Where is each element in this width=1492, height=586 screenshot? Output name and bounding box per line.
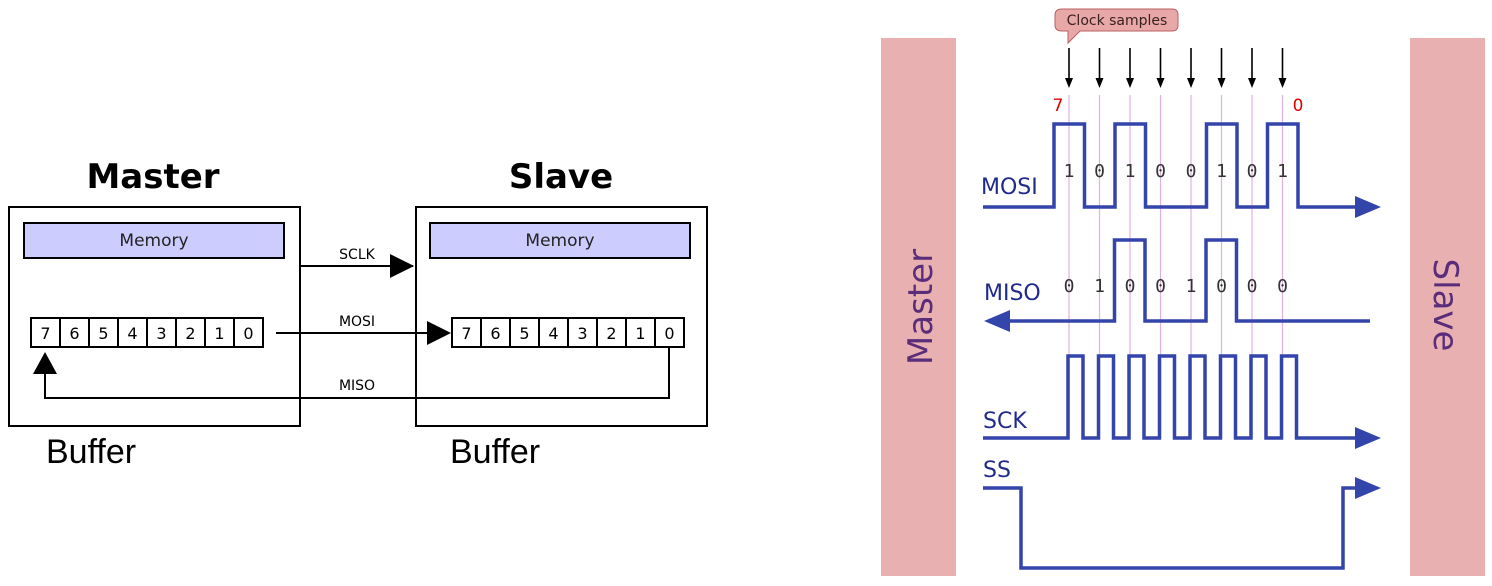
master-register-cell-label: 3 <box>156 324 166 343</box>
slave-buffer-label: Buffer <box>450 433 540 471</box>
clock-samples-callout <box>1054 8 1179 45</box>
slave-register-cell <box>567 317 598 348</box>
mosi-bit-label: 0 <box>1186 161 1197 182</box>
miso-bit-label: 0 <box>1125 276 1136 297</box>
mosi-bit-label: 1 <box>1216 161 1227 182</box>
master-register-cell <box>233 317 264 348</box>
miso-bit-label: 0 <box>1247 276 1258 297</box>
mosi-arrowhead-right <box>1355 196 1381 218</box>
slave-title: Slave <box>509 157 613 197</box>
master-register-cell-label: 0 <box>243 324 253 343</box>
slave-memory-label: Memory <box>525 231 594 251</box>
master-side-label: Master <box>901 249 941 365</box>
mosi-wire-label: MOSI <box>339 314 375 330</box>
slave-register-cell <box>625 317 656 348</box>
mosi-bit-label: 0 <box>1094 161 1105 182</box>
mosi-bit-label: 1 <box>1277 161 1288 182</box>
sample-arrow-head <box>1065 78 1073 88</box>
sample-arrow-head <box>1248 78 1256 88</box>
ss-arrowhead-right <box>1355 477 1381 499</box>
mosi-bit-label: 1 <box>1125 161 1136 182</box>
miso-arrowhead <box>33 352 57 374</box>
slave-register-cell-label: 7 <box>461 324 471 343</box>
sclk-label: SCLK <box>339 247 375 263</box>
miso-wire <box>44 348 670 399</box>
master-register-cell-label: 5 <box>98 324 108 343</box>
sclk-arrowhead <box>390 254 414 278</box>
mosi-bit-label: 0 <box>1155 161 1166 182</box>
ss-waveform <box>983 486 1358 570</box>
sample-arrow-head <box>1156 78 1165 88</box>
slave-register-cell-label: 6 <box>490 324 500 343</box>
clock-samples-label: Clock samples <box>1067 13 1168 29</box>
sample-arrow-head <box>1126 78 1134 88</box>
slave-memory-box <box>429 222 691 259</box>
last-bit-index: 0 <box>1293 96 1304 116</box>
slave-register-cell-label: 0 <box>664 324 674 343</box>
first-bit-index: 7 <box>1053 96 1064 116</box>
master-register-cell-label: 7 <box>40 324 50 343</box>
mosi-signal-label: MOSI <box>981 175 1038 200</box>
master-memory-label: Memory <box>119 231 188 251</box>
sample-arrow-head <box>1095 78 1104 88</box>
master-register-cell-label: 6 <box>69 324 79 343</box>
master-buffer-label: Buffer <box>46 433 136 471</box>
mosi-waveform <box>983 122 1358 209</box>
sample-arrows <box>1065 48 1287 88</box>
sck-arrowhead-right <box>1355 427 1381 449</box>
miso-bit-label: 0 <box>1277 276 1288 297</box>
slave-side-label: Slave <box>1425 259 1465 352</box>
master-memory-box <box>23 222 285 259</box>
master-panel <box>881 38 956 576</box>
sample-arrow-head <box>1278 78 1287 88</box>
slave-register-cell-label: 3 <box>577 324 587 343</box>
miso-wire-label: MISO <box>339 378 375 394</box>
slave-register-cell-label: 4 <box>548 324 558 343</box>
slave-register-cell <box>538 317 569 348</box>
miso-signal-label: MISO <box>984 281 1041 306</box>
miso-bit-label: 0 <box>1216 276 1227 297</box>
mosi-bit-label: 0 <box>1247 161 1258 182</box>
master-register-cell-label: 1 <box>214 324 224 343</box>
miso-arrowhead-left <box>984 310 1010 332</box>
ss-signal-label: SS <box>983 458 1011 483</box>
slave-register-cell-label: 2 <box>606 324 616 343</box>
slave-register-cell-label: 5 <box>519 324 529 343</box>
master-title: Master <box>86 157 219 197</box>
mosi-bit-label: 1 <box>1064 161 1075 182</box>
master-register-cell-label: 4 <box>127 324 137 343</box>
miso-bit-label: 1 <box>1186 276 1197 297</box>
master-register-cell <box>204 317 235 348</box>
mosi-arrowhead <box>427 321 451 345</box>
master-register-cell <box>175 317 206 348</box>
slave-register-cell-label: 1 <box>635 324 645 343</box>
miso-bit-label: 0 <box>1155 276 1166 297</box>
master-register-cell <box>88 317 119 348</box>
master-register-cell <box>30 317 61 348</box>
sck-signal-label: SCK <box>983 409 1027 434</box>
slave-register-cell <box>654 317 685 348</box>
master-register-cell-label: 2 <box>185 324 195 343</box>
miso-bit-label: 0 <box>1064 276 1075 297</box>
miso-bit-label: 1 <box>1094 276 1105 297</box>
sck-waveform <box>983 354 1358 440</box>
slave-panel <box>1410 38 1485 576</box>
miso-waveform <box>1005 238 1370 323</box>
sample-arrow-head <box>1217 78 1226 88</box>
sample-arrow-head <box>1187 78 1195 88</box>
